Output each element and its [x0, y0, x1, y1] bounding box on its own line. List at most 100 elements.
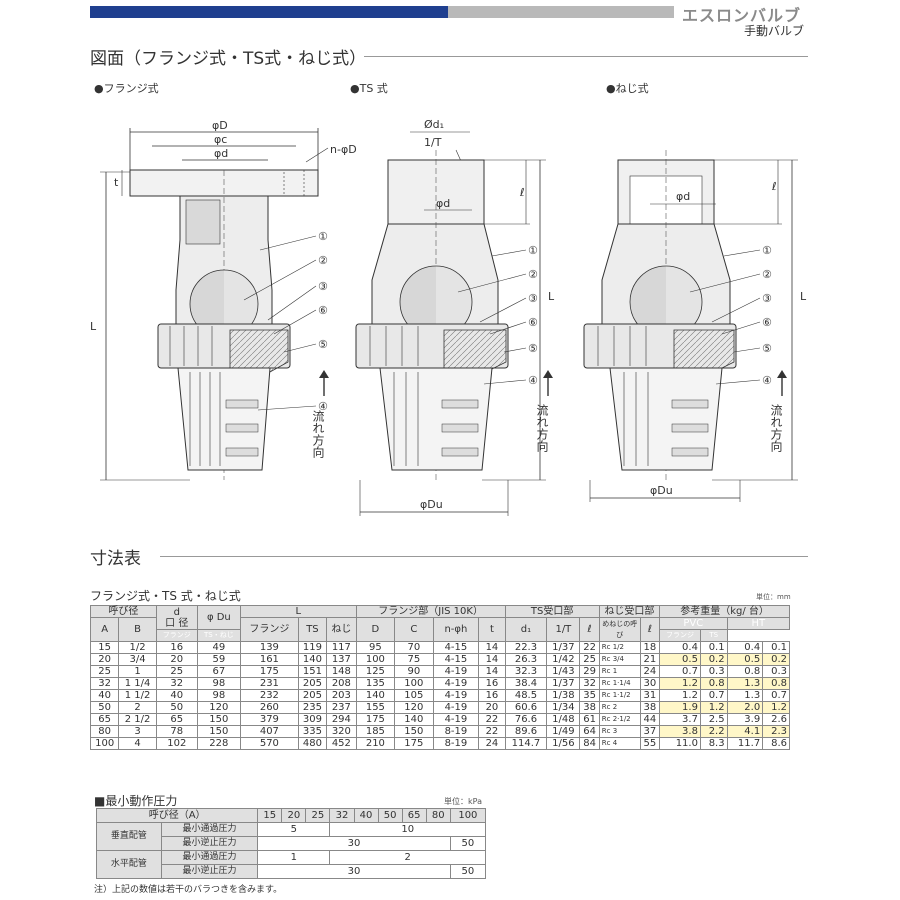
- pressure-size-25: 25: [305, 808, 331, 823]
- table-cell: 0.7: [762, 689, 790, 702]
- table-cell: 0.4: [726, 641, 764, 654]
- table-cell: 100: [89, 737, 120, 750]
- ts-type-drawing: Ød₁ 1/T φd φDu ℓ L: [355, 118, 555, 516]
- view-label-screw: ●ねじ式: [606, 82, 649, 95]
- table-cell: 26.3: [504, 653, 548, 666]
- hdr-t: t: [478, 617, 506, 642]
- table-cell: 4-19: [432, 677, 480, 690]
- table-cell: 98: [196, 689, 242, 702]
- table-cell: 0.8: [699, 677, 728, 690]
- table-cell: 16: [478, 689, 506, 702]
- table-cell: 59: [196, 653, 242, 666]
- pressure-h-reverse-large: 50: [449, 864, 487, 879]
- table-cell: 84: [579, 737, 600, 750]
- table-cell: 90: [394, 665, 434, 678]
- hdr-weight: 参考重量（kg/ 台）: [659, 605, 790, 618]
- table-cell: 4-19: [432, 665, 480, 678]
- table-cell: 0.8: [762, 677, 790, 690]
- table-cell: 135: [355, 677, 396, 690]
- table-cell: 65: [89, 713, 120, 726]
- dim-phiDu-ts: φDu: [420, 498, 443, 511]
- table-cell: 98: [196, 677, 242, 690]
- table-cell: 31: [639, 689, 661, 702]
- pressure-note: 注）上記の数値は若干のバラつきを含みます。: [94, 885, 283, 895]
- part-4-ts: ④: [528, 374, 538, 387]
- table-cell: Rc 1: [598, 665, 641, 678]
- table-cell: 1.2: [659, 689, 701, 702]
- hdr-w-tsscrew: TS・ねじ: [196, 629, 242, 642]
- part-2-screw: ②: [762, 268, 772, 281]
- pressure-row-vertical-reverse: 最小逆止圧力 30 50: [97, 836, 487, 851]
- table-cell: 1/37: [546, 641, 581, 654]
- table-cell: 44: [639, 713, 661, 726]
- table-cell: 0.2: [699, 653, 728, 666]
- dimension-table-title: フランジ式・TS 式・ねじ式: [90, 589, 241, 603]
- hdr-A: A: [89, 617, 120, 642]
- flow-label-ts: 流れ方向: [535, 404, 549, 452]
- header-bar-gray: [448, 6, 674, 18]
- table-cell: 294: [326, 713, 357, 726]
- table-cell: 2.2: [699, 725, 728, 738]
- part-6-ts: ⑥: [528, 316, 538, 329]
- pressure-v-reverse-small: 30: [257, 836, 451, 851]
- table-cell: 139: [240, 641, 299, 654]
- table-cell: Rc 1·1/4: [598, 677, 641, 690]
- table-cell: 1.2: [762, 701, 790, 714]
- pressure-min-pass-v: 最小通過圧力: [160, 822, 259, 837]
- valve-drawings: φD φc φd n-φD t L: [90, 118, 807, 516]
- table-cell: 203: [326, 689, 357, 702]
- table-cell: Rc 3/4: [598, 653, 641, 666]
- table-cell: 70: [394, 641, 434, 654]
- table-cell: 40: [89, 689, 120, 702]
- hdr-L: L: [240, 605, 357, 618]
- dim-phiDu-screw: φDu: [650, 484, 673, 497]
- table-cell: 32: [89, 677, 120, 690]
- table-cell: Rc 3: [598, 725, 641, 738]
- dim-oneT: 1/T: [424, 136, 442, 149]
- hdr-mnejine: めねじの呼 び: [598, 617, 644, 642]
- dim-phid1: Ød₁: [424, 118, 444, 131]
- table-cell: 61: [579, 713, 600, 726]
- table-cell: 11.0: [659, 737, 701, 750]
- drawing-section-title: 図面（フランジ式・TS式・ねじ式）: [90, 49, 367, 69]
- pressure-size-20: 20: [281, 808, 307, 823]
- table-cell: 38: [579, 701, 600, 714]
- table-cell: 32: [155, 677, 198, 690]
- brand-name: エスロンバルブ: [682, 6, 802, 25]
- table-cell: 1 1/2: [118, 689, 157, 702]
- table-cell: 20: [89, 653, 120, 666]
- table-cell: 2.5: [699, 713, 728, 726]
- hdr-ts: TS受口部: [504, 605, 600, 618]
- pressure-unit: 単位：kPa: [444, 797, 482, 806]
- table-cell: 75: [394, 653, 434, 666]
- hdr-oneT: 1/T: [546, 617, 581, 642]
- part-4-screw: ④: [762, 374, 772, 387]
- part-1-screw: ①: [762, 244, 772, 257]
- table-cell: 4-15: [432, 653, 480, 666]
- table-cell: 150: [196, 713, 242, 726]
- table-cell: 335: [297, 725, 328, 738]
- hdr-D: D: [355, 617, 396, 642]
- table-cell: 1.2: [699, 701, 728, 714]
- table-cell: 48.5: [504, 689, 548, 702]
- part-4-flange: ④: [318, 400, 328, 413]
- table-cell: 1/48: [546, 713, 581, 726]
- table-cell: 0.5: [659, 653, 701, 666]
- screw-type-drawing: φd φDu ℓ L ① ② ③: [583, 150, 807, 502]
- hdr-du: φ Du: [196, 605, 242, 630]
- dim-phid-screw: φd: [676, 190, 690, 203]
- table-cell: 407: [240, 725, 299, 738]
- view-label-ts: ●TS 式: [350, 82, 388, 95]
- table-cell: 235: [297, 701, 328, 714]
- table-cell: 320: [326, 725, 357, 738]
- hdr-L-screw: ねじ: [326, 617, 357, 642]
- table-cell: 0.7: [699, 689, 728, 702]
- table-cell: 20: [155, 653, 198, 666]
- pressure-h-reverse-small: 30: [257, 864, 451, 879]
- table-cell: 105: [394, 689, 434, 702]
- table-cell: 1/49: [546, 725, 581, 738]
- dim-L-ts: L: [548, 290, 555, 303]
